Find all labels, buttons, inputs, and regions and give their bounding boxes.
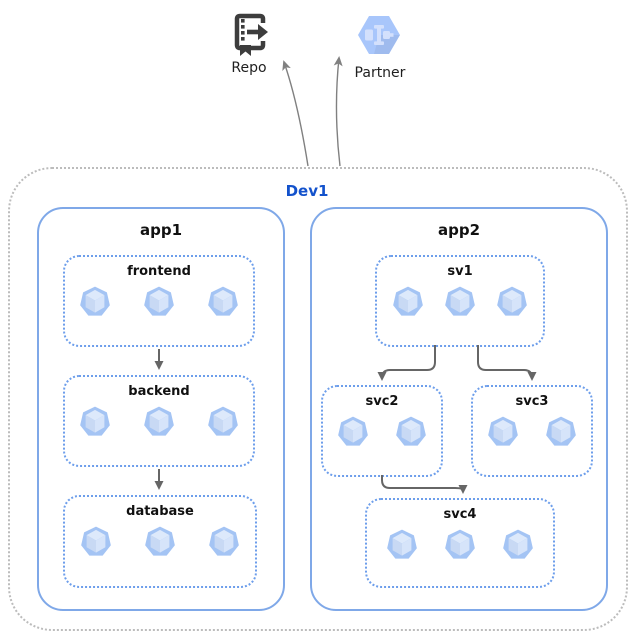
- tier-svc3-label: svc3: [515, 394, 549, 409]
- arrow-dev1-to-repo: [282, 60, 309, 167]
- pod-icon: [497, 286, 527, 316]
- pod-icon: [338, 416, 368, 446]
- tier-svc4: svc4: [365, 498, 555, 588]
- svc2-pods: [335, 414, 429, 448]
- app2-label: app2: [437, 221, 481, 239]
- tier-sv1-label: sv1: [447, 264, 473, 279]
- pod-icon: [144, 406, 174, 436]
- tier-database-label: database: [126, 504, 194, 519]
- pod-icon: [145, 526, 175, 556]
- backend-pods: [77, 404, 241, 438]
- svc3-pods: [485, 414, 579, 448]
- app1-label: app1: [139, 221, 183, 239]
- tier-database: database: [63, 495, 257, 588]
- tier-svc3: svc3: [471, 385, 593, 477]
- source-repository-icon: [234, 13, 270, 56]
- svc4-pods: [384, 527, 536, 561]
- partner-label: Partner: [354, 65, 406, 81]
- partner-hexagon-icon: [358, 16, 400, 54]
- environment-label: Dev1: [285, 182, 329, 200]
- tier-frontend-label: frontend: [127, 264, 191, 279]
- pod-icon: [445, 286, 475, 316]
- pod-icon: [396, 416, 426, 446]
- pod-icon: [546, 416, 576, 446]
- pod-icon: [445, 529, 475, 559]
- repo-label: Repo: [231, 60, 267, 76]
- database-pods: [78, 524, 242, 558]
- tier-backend: backend: [63, 375, 255, 467]
- sv1-pods: [390, 284, 530, 318]
- pod-icon: [393, 286, 423, 316]
- environment-dev1-box: [8, 167, 628, 631]
- pod-icon: [208, 406, 238, 436]
- pod-icon: [387, 529, 417, 559]
- pod-icon: [144, 286, 174, 316]
- pod-icon: [209, 526, 239, 556]
- pod-icon: [80, 406, 110, 436]
- pod-icon: [488, 416, 518, 446]
- tier-svc2: svc2: [321, 385, 443, 477]
- arrow-dev1-to-partner: [333, 56, 343, 167]
- tier-backend-label: backend: [128, 384, 190, 399]
- tier-sv1: sv1: [375, 255, 545, 347]
- tier-svc2-label: svc2: [365, 394, 399, 409]
- pod-icon: [81, 526, 111, 556]
- pod-icon: [503, 529, 533, 559]
- pod-icon: [208, 286, 238, 316]
- tier-svc4-label: svc4: [443, 507, 477, 522]
- tier-frontend: frontend: [63, 255, 255, 347]
- pod-icon: [80, 286, 110, 316]
- frontend-pods: [77, 284, 241, 318]
